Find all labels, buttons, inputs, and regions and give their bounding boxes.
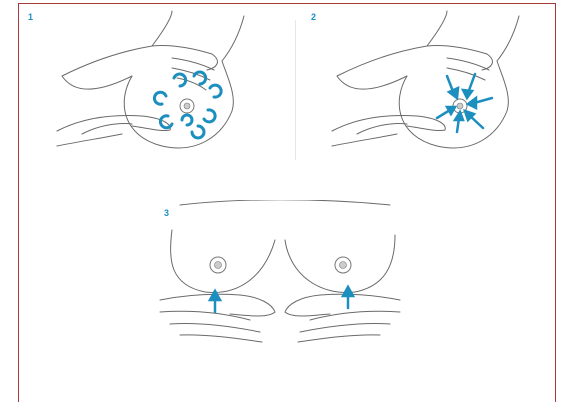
- step-3-illustration: [150, 200, 410, 350]
- step-3-number: 3: [164, 208, 169, 218]
- left-breast-outline: [171, 230, 275, 292]
- inward-arrows: [437, 74, 492, 132]
- step-3-panel: 3: [150, 200, 410, 350]
- step-2-number: 2: [311, 12, 316, 22]
- torso-outline: [222, 16, 244, 61]
- upper-hand: [337, 11, 492, 89]
- left-hand: [160, 294, 275, 342]
- step-1-illustration: [22, 6, 274, 156]
- lower-arm: [57, 116, 170, 146]
- step-2-panel: 2: [297, 6, 549, 156]
- upper-hand: [62, 11, 217, 90]
- torso-outline: [180, 200, 390, 205]
- lower-arm: [332, 116, 445, 146]
- right-hand: [285, 294, 400, 342]
- step-1-panel: 1: [22, 6, 274, 156]
- step-1-number: 1: [28, 12, 33, 22]
- torso-outline: [497, 16, 519, 61]
- panel-divider: [295, 20, 296, 160]
- step-2-illustration: [297, 6, 549, 156]
- breast-outline: [399, 61, 508, 148]
